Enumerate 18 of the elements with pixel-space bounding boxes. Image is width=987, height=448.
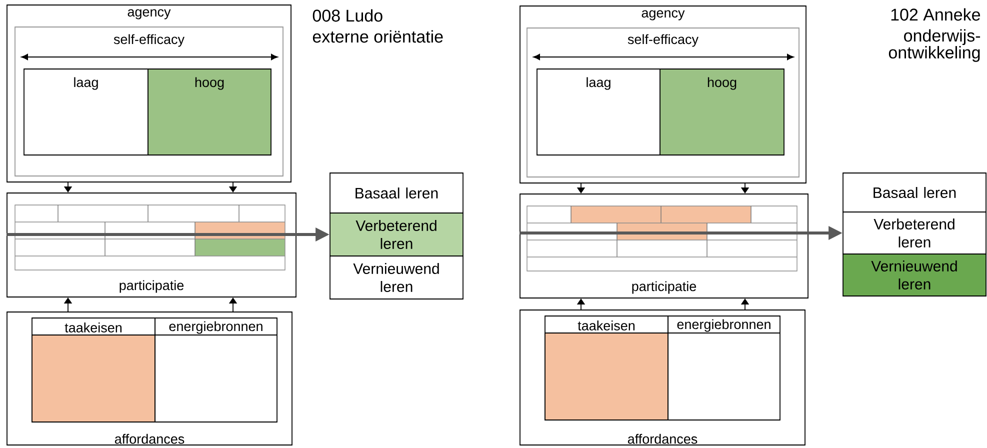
scale-cell: hoog — [660, 68, 784, 156]
panel-title: 008 Ludo — [312, 9, 382, 22]
panel-subtitle: externe oriëntatie — [312, 30, 443, 43]
outcome-box: Vernieuwend leren — [330, 256, 464, 300]
scale-cell: laag — [536, 68, 660, 156]
table-column: energiebronnen — [668, 316, 780, 420]
scale-cell: laag — [24, 68, 148, 156]
outcome-box: Verbeterend leren — [330, 212, 464, 256]
outcome-box: Basaal leren — [330, 172, 464, 214]
table-column: energiebronnen — [154, 318, 278, 422]
scale-cell: hoog — [148, 68, 272, 156]
outcome-box: Verbeterend leren — [842, 212, 986, 254]
outcome-box: Basaal leren — [842, 172, 986, 212]
table-column: taakeisen — [544, 316, 668, 420]
panel-title: 102 Anneke — [891, 8, 980, 21]
table-column: taakeisen — [32, 318, 156, 422]
outcome-box: Vernieuwend leren — [842, 254, 986, 296]
panel-subtitle: onderwijs-ontwikkeling — [888, 29, 980, 62]
